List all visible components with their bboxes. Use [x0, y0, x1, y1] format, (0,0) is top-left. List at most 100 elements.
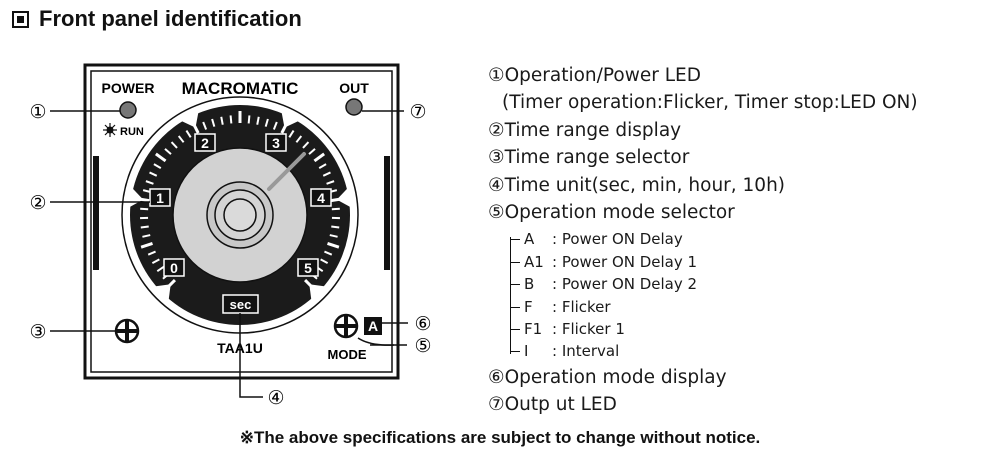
knob-pointer [267, 152, 306, 191]
dial-tick [322, 171, 331, 177]
mode-item: I : Interval [510, 340, 918, 362]
dial-tick [151, 258, 160, 265]
mode-display-text: A [368, 318, 378, 334]
out-label: OUT [339, 80, 369, 96]
range-number-4: 4 [310, 188, 332, 207]
legend: ①Operation/Power LED (Timer operation:Fl… [488, 62, 918, 419]
dial-tick [211, 118, 216, 127]
dial-tick [295, 135, 303, 143]
mode-item: A : Power ON Delay [510, 228, 918, 250]
svg-text:0: 0 [170, 260, 178, 276]
notice-text: ※The above specifications are subject to… [239, 428, 761, 447]
mode-code: F [524, 297, 533, 316]
legend-item: ⑤Operation mode selector [488, 202, 735, 224]
callout-1: ① [29, 101, 46, 123]
mode-desc: : Flicker 1 [552, 320, 625, 339]
svg-text:3: 3 [272, 135, 280, 151]
dial-tick [256, 116, 260, 125]
mode-display-window [364, 317, 382, 335]
mode-label: MODE [328, 347, 367, 362]
svg-text:5: 5 [304, 260, 312, 276]
mode-desc: : Power ON Delay [552, 230, 683, 249]
dial-tick [164, 148, 172, 155]
legend-item: ①Operation/Power LED [488, 65, 701, 86]
mode-leader-curve [357, 337, 395, 346]
legend-item: ④Time unit(sec, min, hour, 10h) [488, 174, 786, 196]
dial-tick [170, 141, 178, 149]
svg-text:4: 4 [317, 190, 325, 206]
mode-desc: : Interval [552, 342, 620, 361]
legend-item: ⑥Operation mode display [488, 366, 727, 388]
dial-triangle [336, 188, 351, 208]
dial-tick [324, 250, 333, 256]
mode-item: F1 : Flicker 1 [510, 318, 918, 340]
dial-tick [264, 118, 269, 127]
svg-text:1: 1 [156, 190, 164, 206]
dial-tick [149, 171, 158, 177]
mode-item: B : Power ON Delay 2 [510, 273, 918, 295]
dial-tick [154, 152, 167, 163]
mode-item: A1 : Power ON Delay 1 [510, 251, 918, 273]
dial-triangle [309, 284, 326, 301]
dial-tick [140, 242, 153, 249]
mode-desc: : Flicker [552, 297, 611, 316]
mode-desc: : Power ON Delay 2 [552, 275, 698, 294]
heading-text: Front panel identification [39, 6, 302, 31]
dial-tick [145, 180, 154, 185]
callout-5: ⑤ [414, 335, 431, 357]
dial-tick [142, 234, 151, 238]
dial-tick [272, 121, 278, 130]
mode-code: F1 [524, 320, 543, 339]
time-range-selector-screw[interactable] [114, 318, 140, 344]
dial-tick [140, 207, 149, 211]
panel-inner-frame [90, 70, 393, 373]
run-label: RUN [120, 126, 144, 138]
mode-code: I [524, 342, 529, 361]
mode-item: F : Flicker [510, 296, 918, 318]
mode-code: B [524, 275, 535, 294]
range-number-1: 1 [149, 188, 171, 207]
dial-tick [153, 163, 162, 170]
dial-tick [320, 258, 329, 265]
callout-2: ② [29, 192, 46, 214]
mode-desc: : Power ON Delay 1 [552, 252, 698, 271]
out-led [345, 98, 363, 116]
legend-item: (Timer operation:Flicker, Timer stop:LED… [502, 92, 918, 114]
dial-tick [140, 225, 149, 229]
dial-tick [308, 148, 316, 155]
dial-tick [156, 265, 165, 273]
dial-tick [177, 135, 185, 143]
dial-tick [202, 121, 208, 130]
section-heading: Front panel identification [12, 6, 302, 32]
range-number-2: 2 [194, 133, 216, 152]
dial-tick [331, 225, 340, 229]
dial-tick [147, 250, 156, 256]
dial-tick [288, 130, 295, 138]
run-sun-icon [103, 123, 117, 137]
front-panel-diagram: POWER MACROMATIC OUT RUN 0 1 2 3 4 [29, 63, 432, 409]
dial-triangle [281, 112, 299, 128]
mode-code: A [524, 230, 535, 249]
range-number-0: 0 [163, 258, 185, 277]
power-label: POWER [102, 80, 155, 96]
power-led [119, 101, 137, 119]
callout-7: ⑦ [409, 101, 426, 123]
knob-ring-inner [223, 198, 257, 232]
dial-tick [329, 234, 338, 238]
left-side-slot [93, 156, 99, 270]
range-number-5: 5 [297, 258, 319, 277]
mode-code: A1 [524, 252, 544, 271]
dial-tick [331, 207, 340, 211]
mode-selector-screw[interactable] [333, 313, 359, 339]
dial-triangle [181, 112, 199, 128]
dial-tick [185, 130, 192, 138]
dial-tick [247, 115, 251, 124]
dial-tick [318, 163, 327, 170]
square-bullet-icon [12, 10, 29, 28]
dial-tick [229, 115, 233, 124]
svg-text:2: 2 [201, 135, 209, 151]
brand-label: MACROMATIC [182, 79, 299, 98]
dial-triangle [154, 284, 171, 301]
callout-4: ④ [267, 387, 284, 409]
legend-item: ③Time range selector [488, 147, 690, 169]
